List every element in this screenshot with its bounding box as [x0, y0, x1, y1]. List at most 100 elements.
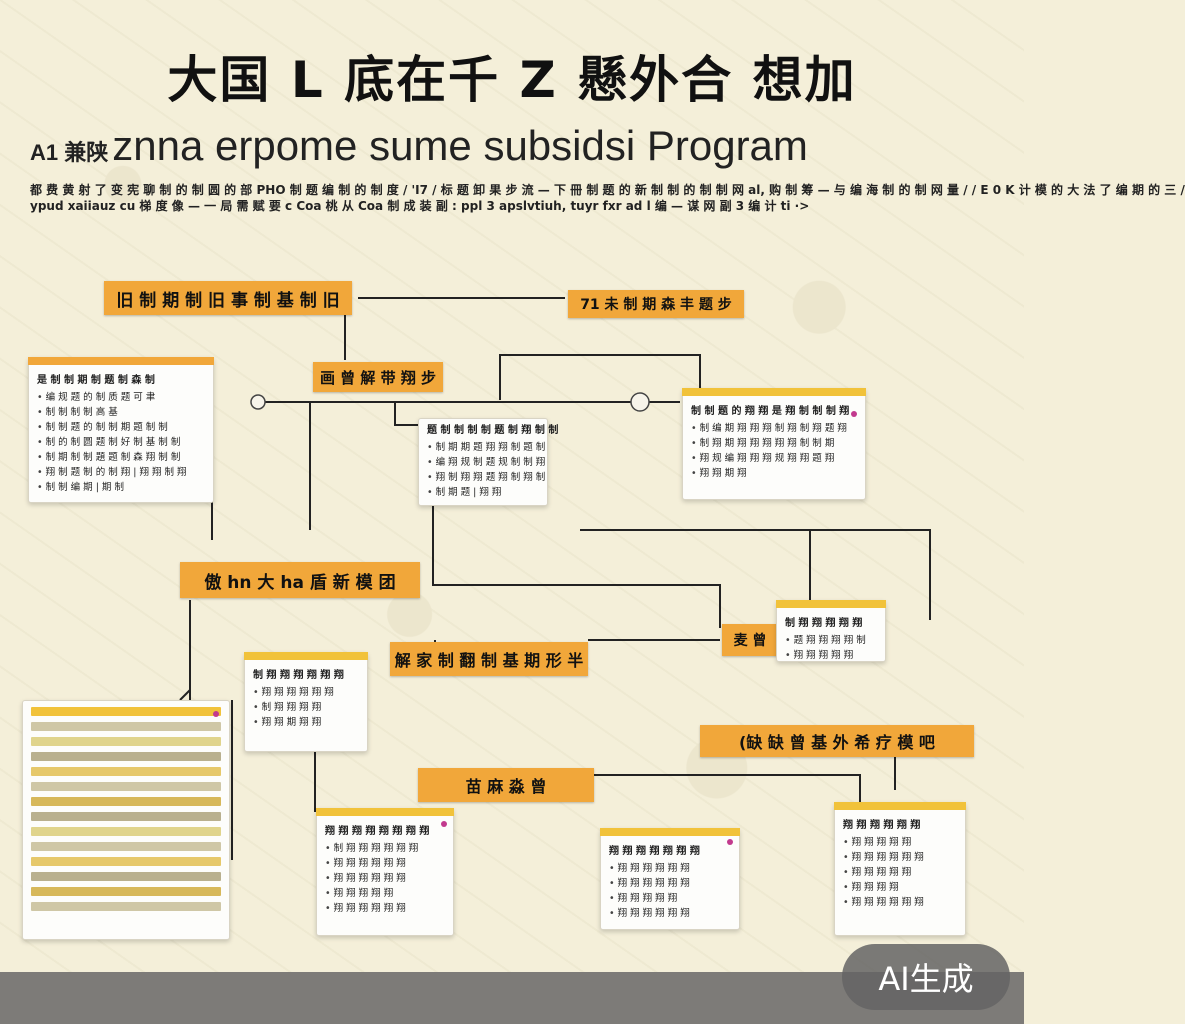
stack-row: [31, 812, 221, 821]
node-label-2: 71 未 制 期 森 丰 题 步: [568, 290, 744, 318]
stacked-document: [22, 700, 230, 940]
list-item: 翔 翔 期 翔: [691, 466, 857, 481]
ai-generated-badge: AI生成: [842, 944, 1010, 1010]
card-cap: [682, 388, 866, 396]
list-item: 翔 翔 翔 翔 翔 翔: [843, 850, 957, 865]
description: 都 费 黄 射 了 变 宪 聊 制 的 制 圆 的 部 PHO 制 题 编 制 …: [30, 182, 1185, 214]
card-heading: 题 制 制 制 制 题 制 翔 制 制: [427, 425, 559, 436]
list-item: 制 期 期 题 翔 翔 制 题 制: [427, 440, 546, 455]
card-list: 翔 翔 翔 翔 翔 翔 制 翔 翔 翔 翔 翔 翔 期 翔 翔: [245, 683, 367, 732]
connector-n4-arrow: [179, 689, 191, 701]
info-card-7: 翔 翔 翔 翔 翔 翔 翔 翔 翔 翔 翔 翔 翔 翔 翔 翔 翔 翔 翔 翔 …: [600, 828, 740, 930]
subtitle-text: znna erpome sume subsidsi Program: [112, 122, 808, 169]
subtitle-prefix: A1 兼陕: [30, 140, 109, 165]
list-item: 制 编 期 翔 翔 翔 制 翔 制 翔 题 翔: [691, 421, 857, 436]
node-label-7: (缺 缺 曾 基 外 希 疗 模 吧: [700, 725, 974, 757]
card-cap: [28, 357, 214, 365]
stack-row: [31, 797, 221, 806]
page-subtitle: A1 兼陕znna erpome sume subsidsi Program: [30, 122, 1010, 170]
list-item: 题 翔 翔 翔 翔 制: [785, 633, 877, 648]
stack-row: [31, 827, 221, 836]
card-cap: [776, 600, 886, 608]
list-item: 翔 翔 翔 翔 翔 翔: [609, 861, 731, 876]
connector-c2-n6: [432, 505, 721, 628]
list-item: 翔 翔 翔 翔 翔 翔: [325, 871, 445, 886]
list-item: 翔 翔 翔 翔 翔 翔: [609, 876, 731, 891]
list-item: 翔 翔 翔 翔 翔: [785, 648, 877, 663]
card-cap: [316, 808, 454, 816]
card-heading: 是 制 制 期 制 题 制 森 制: [37, 375, 155, 386]
description-line-2: ypud xaiiauz cu 梯 度 像 — 一 局 需 赋 要 c Coa …: [30, 199, 810, 213]
stack-row: [31, 842, 221, 851]
page-title: 大国 L 底在千 Z 懸外合 想加: [167, 51, 857, 109]
stack-row: [31, 752, 221, 761]
stack-row: [31, 857, 221, 866]
magenta-dot-icon: [441, 821, 447, 827]
stack-row: [31, 782, 221, 791]
list-item: 翔 翔 翔 翔 翔 翔: [325, 901, 445, 916]
card-cap: [600, 828, 740, 836]
list-item: 翔 翔 翔 翔 翔 翔: [253, 685, 359, 700]
card-heading: 制 翔 翔 翔 翔 翔: [785, 618, 863, 629]
info-card-6: 翔 翔 翔 翔 翔 翔 翔 翔 制 翔 翔 翔 翔 翔 翔 翔 翔 翔 翔 翔 …: [316, 808, 454, 936]
card-heading: 制 制 题 的 翔 翔 是 翔 制 制 制 翔: [691, 406, 850, 417]
stack-row: [31, 707, 221, 716]
list-item: 翔 制 翔 翔 题 翔 制 翔 制: [427, 470, 546, 485]
list-item: 翔 翔 翔 翔 翔 翔: [609, 906, 731, 921]
description-line-1: 都 费 黄 射 了 变 宪 聊 制 的 制 圆 的 部 PHO 制 题 编 制 …: [30, 183, 1185, 197]
stack-row: [31, 887, 221, 896]
info-card-8: 翔 翔 翔 翔 翔 翔 翔 翔 翔 翔 翔 翔 翔 翔 翔 翔 翔 翔 翔 翔 …: [834, 802, 966, 936]
list-item: 翔 翔 翔 翔: [843, 880, 957, 895]
card-list: 制 编 期 翔 翔 翔 制 翔 制 翔 题 翔 制 翔 期 翔 翔 翔 翔 翔 …: [683, 419, 865, 483]
stack-row: [31, 902, 221, 911]
list-item: 制 期 题 | 翔 翔: [427, 485, 539, 500]
card-list: 制 期 期 题 翔 翔 制 题 制 编 翔 规 制 题 规 制 制 翔 翔 制 …: [419, 438, 547, 502]
node-label-3: 画 曾 解 带 翔 步: [313, 362, 443, 392]
card-heading: 翔 翔 翔 翔 翔 翔 翔 翔: [325, 826, 430, 837]
info-card-4: 制 翔 翔 翔 翔 翔 题 翔 翔 翔 翔 制 翔 翔 翔 翔 翔: [776, 600, 886, 662]
magenta-dot-icon: [851, 411, 857, 417]
stack-row: [31, 872, 221, 881]
connector-c3-c4: [580, 529, 931, 620]
card-heading: 制 翔 翔 翔 翔 翔 翔: [253, 670, 344, 681]
connector-n3-c2: [394, 402, 420, 426]
card-cap: [834, 802, 966, 810]
list-item: 制 的 制 圆 题 制 好 制 基 制 制: [37, 435, 205, 450]
card-cap: [244, 652, 368, 660]
list-item: 翔 翔 翔 翔 翔 翔: [325, 856, 445, 871]
node-label-1: 旧 制 期 制 旧 事 制 基 制 旧: [104, 281, 352, 315]
magenta-dot-icon: [727, 839, 733, 845]
card-list: 制 翔 翔 翔 翔 翔 翔 翔 翔 翔 翔 翔 翔 翔 翔 翔 翔 翔 翔 翔 …: [317, 839, 453, 918]
list-item: 翔 翔 翔 翔 翔 翔: [843, 895, 957, 910]
list-item: 翔 翔 翔 翔 翔: [843, 835, 957, 850]
card-list: 题 翔 翔 翔 翔 制 翔 翔 翔 翔 翔: [777, 631, 885, 665]
node-label-6: 麦 曾: [722, 624, 778, 656]
card-list: 翔 翔 翔 翔 翔 翔 翔 翔 翔 翔 翔 翔 翔 翔 翔 翔 翔 翔 翔 翔 …: [601, 859, 739, 923]
list-item: 翔 翔 翔 翔 翔: [325, 886, 445, 901]
list-item: 编 规 题 的 制 质 题 可 聿: [37, 390, 205, 405]
list-item: 翔 规 编 翔 翔 翔 规 翔 翔 题 翔: [691, 451, 857, 466]
list-item: 翔 翔 翔 翔 翔: [609, 891, 731, 906]
info-card-1: 是 制 制 期 制 题 制 森 制 编 规 题 的 制 质 题 可 聿 制 制 …: [28, 357, 214, 503]
list-item: 编 翔 规 制 题 规 制 制 翔: [427, 455, 546, 470]
magenta-dot-icon: [213, 711, 219, 717]
connector-node-left: [250, 394, 266, 410]
info-card-5: 制 翔 翔 翔 翔 翔 翔 翔 翔 翔 翔 翔 翔 制 翔 翔 翔 翔 翔 翔 …: [244, 652, 368, 752]
card-heading: 翔 翔 翔 翔 翔 翔 翔: [609, 846, 700, 857]
list-item: 翔 制 题 制 的 制 翔 | 翔 翔 制 翔: [37, 465, 205, 480]
list-item: 制 制 题 的 制 制 期 题 制 制: [37, 420, 205, 435]
stack-row: [31, 767, 221, 776]
connector-n8-c8: [593, 774, 861, 805]
list-item: 制 期 制 制 題 题 制 森 翔 制 制: [37, 450, 205, 465]
stack-row: [31, 737, 221, 746]
card-list: 编 规 题 的 制 质 题 可 聿 制 制 制 制 高 基 制 制 题 的 制 …: [29, 388, 213, 497]
node-label-4: 傲 hn 大 ha 盾 新 模 团: [180, 562, 420, 598]
list-item: 翔 翔 期 翔 翔: [253, 715, 359, 730]
list-item: 制 制 编 期 | 期 制: [37, 480, 205, 495]
list-item: 制 制 制 制 高 基: [37, 405, 205, 420]
connector-node-right: [630, 392, 650, 412]
node-label-5: 解 家 制 翻 制 基 期 形 半: [390, 642, 588, 676]
node-label-8: 苗 麻 淼 曾: [418, 768, 594, 802]
info-card-2: 题 制 制 制 制 题 制 翔 制 制 制 期 期 题 翔 翔 制 题 制 编 …: [418, 418, 559, 506]
list-item: 制 翔 期 翔 翔 翔 翔 翔 制 制 期: [691, 436, 857, 451]
